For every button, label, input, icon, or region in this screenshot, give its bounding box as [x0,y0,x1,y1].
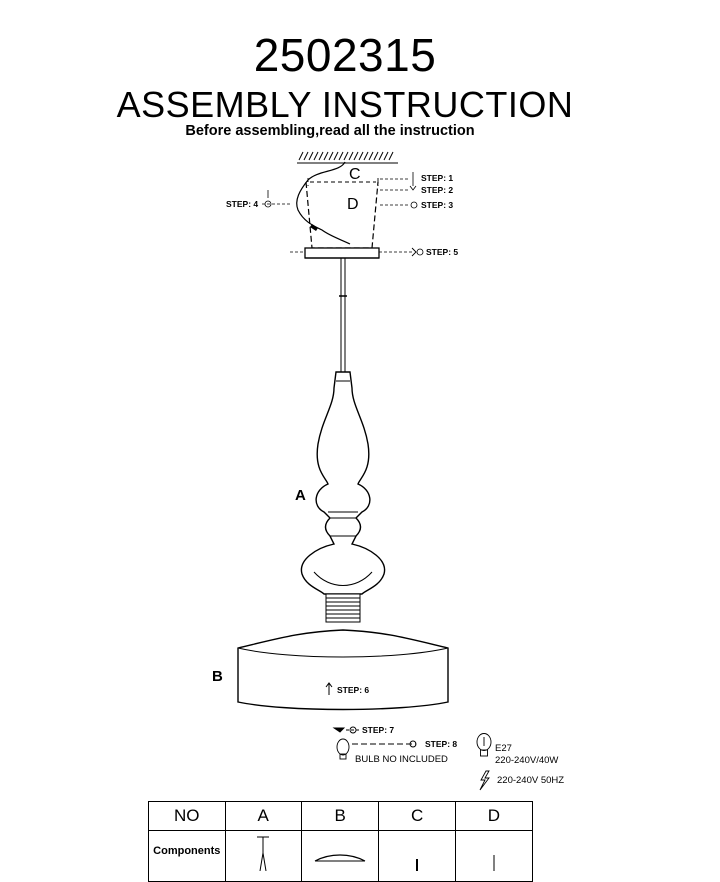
header-c: C [378,801,456,831]
bulb-icon [336,738,417,760]
mounting-bracket [307,178,379,186]
pendant-body [300,371,386,595]
assembly-note: Before assembling,read all the instructi… [185,123,475,139]
step-3-label: STEP: 3 [421,200,453,210]
spec-supply: 220-240V 50HZ [497,775,564,786]
step-1-label: STEP: 1 [421,173,453,183]
page-title: ASSEMBLY INSTRUCTION [116,84,574,125]
components-table: NO A B C D Components [148,801,534,882]
spec-bulb-icon [476,733,492,757]
assembly-diagram: C D STEP: 1 STEP: 2 STEP: 3 STEP: 4 STEP… [212,151,564,791]
component-a-cell [224,830,302,882]
component-d-icon [493,855,495,871]
label-d: D [347,196,359,213]
step-6-arrow [325,682,333,695]
label-a: A [295,487,306,504]
component-c-cell [378,830,456,882]
lamp-socket [325,593,361,623]
component-d-cell [454,830,534,882]
table-row: Components [148,830,534,882]
label-b: B [212,668,223,685]
spec-socket: E27 [495,743,512,754]
components-label-cell: Components [148,830,226,882]
header-no: NO [148,801,226,831]
spec-bulb-power: 220-240V/40W [495,755,558,766]
mains-wire [296,161,351,245]
step-7-screw-icon [332,726,360,734]
model-number: 2502315 [253,29,437,81]
header-b: B [300,801,380,831]
component-c-icon [416,859,419,871]
step-2-label: STEP: 2 [421,185,453,195]
step-leaders [262,172,424,256]
components-label: Components [153,845,221,857]
lightning-icon [479,770,490,791]
table-header-row: NO A B C D [148,801,534,831]
header-d: D [454,801,534,831]
ceiling-canopy [290,181,417,259]
component-b-icon [314,854,366,862]
label-c: C [349,166,361,183]
step-7-label: STEP: 7 [362,725,394,735]
bulb-not-included-note: BULB NO INCLUDED [355,754,448,765]
ceiling-hatch [297,151,398,164]
suspension-rod [339,258,347,372]
step-5-label: STEP: 5 [426,247,458,257]
step-8-label: STEP: 8 [425,739,457,749]
component-a-icon [257,836,270,872]
step-4-label: STEP: 4 [226,199,258,209]
terminal-block-icon [310,224,318,231]
component-b-cell [300,830,380,882]
lamp-shade [237,629,449,711]
step-6-label: STEP: 6 [337,685,369,695]
header-a: A [224,801,302,831]
